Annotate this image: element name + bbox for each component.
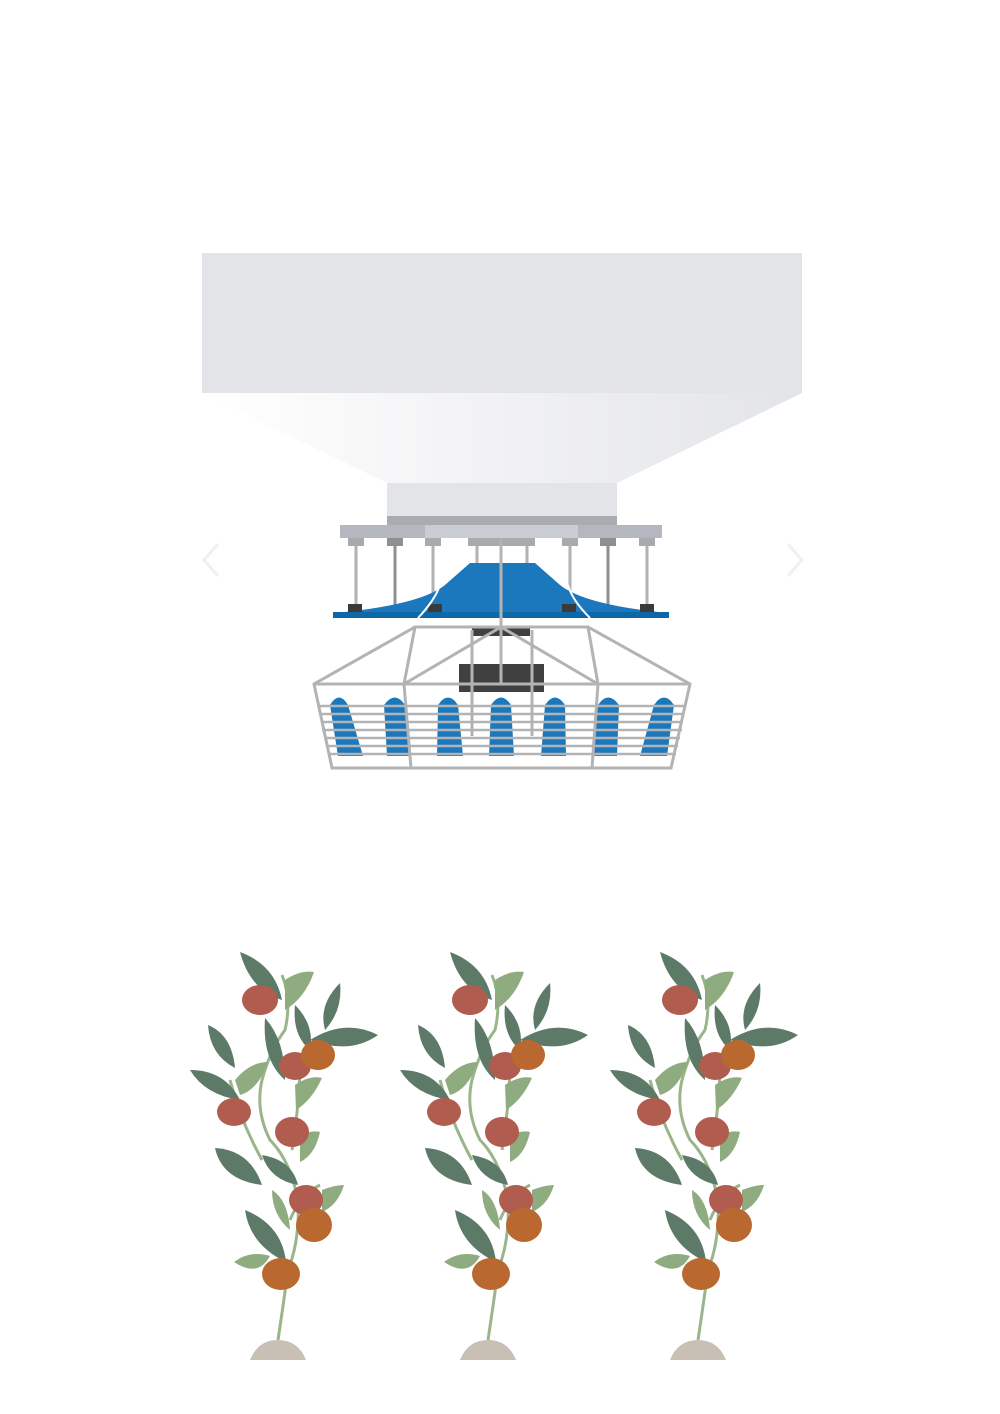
chevron-left-icon bbox=[202, 543, 220, 577]
chevron-right-icon bbox=[786, 543, 804, 577]
carousel-prev[interactable] bbox=[198, 540, 228, 580]
hood-panel bbox=[202, 253, 802, 393]
hood-funnel bbox=[202, 393, 802, 483]
carousel-next[interactable] bbox=[778, 540, 808, 580]
tomato-plant-3 bbox=[608, 950, 800, 1362]
lamp-fins bbox=[330, 697, 674, 756]
lamp-cage bbox=[312, 538, 692, 770]
duct bbox=[387, 483, 617, 518]
tomato-plant-1 bbox=[188, 950, 380, 1362]
tomato-plant-2 bbox=[398, 950, 590, 1362]
